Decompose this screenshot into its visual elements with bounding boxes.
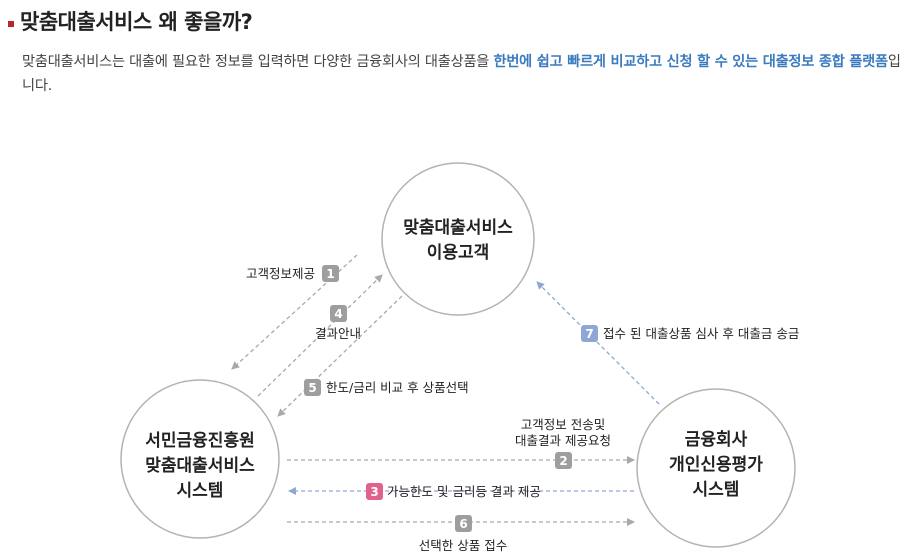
step-2-badge: 2	[559, 454, 567, 468]
step-3-label: 가능한도 및 금리등 결과 제공	[387, 484, 541, 499]
step-2-label-line1: 고객정보 전송및	[521, 417, 605, 432]
step-2: 고객정보 전송및 대출결과 제공요청 2	[287, 417, 635, 469]
node-customer-line1: 맞춤대출서비스	[403, 218, 513, 238]
step-6: 6 선택한 상품 접수	[287, 515, 635, 553]
step-2-label-line2: 대출결과 제공요청	[515, 433, 611, 448]
step-5: 5 한도/금리 비교 후 상품선택	[277, 295, 469, 417]
node-system-line2: 맞춤대출서비스	[145, 456, 255, 476]
step-7: 7 접수 된 대출상품 심사 후 대출금 송금	[536, 281, 799, 405]
title-row: 맞춤대출서비스 왜 좋을까?	[8, 4, 253, 38]
step-3: 3 가능한도 및 금리등 결과 제공	[288, 483, 634, 500]
step-4-badge: 4	[334, 307, 342, 321]
step-5-label: 한도/금리 비교 후 상품선택	[326, 380, 469, 395]
page-description: 맞춤대출서비스는 대출에 필요한 정보를 입력하면 다양한 금융회사의 대출상품…	[22, 50, 910, 98]
page-title: 맞춤대출서비스 왜 좋을까?	[20, 10, 253, 34]
node-system: 서민금융진흥원 맞춤대출서비스 시스템	[120, 379, 280, 539]
step-6-badge: 6	[459, 517, 467, 531]
description-highlight: 한번에 쉽고 빠르게 비교하고 신청 할 수 있는 대출정보 종합 플랫폼	[493, 54, 888, 70]
node-customer-line2: 이용고객	[427, 243, 490, 263]
step-1-badge: 1	[326, 267, 334, 281]
step-1: 고객정보제공 1	[231, 254, 358, 370]
step-4: 4 결과안내	[257, 274, 383, 397]
title-bullet	[8, 21, 14, 27]
step-1-label: 고객정보제공	[246, 266, 315, 281]
node-bank-line2: 개인신용평가	[669, 455, 763, 475]
step-4-label: 결과안내	[315, 326, 361, 341]
description-tail: 입니다.	[22, 54, 901, 94]
step-7-badge: 7	[585, 327, 593, 341]
step-6-label: 선택한 상품 접수	[419, 538, 507, 553]
step-5-badge: 5	[308, 381, 316, 395]
step-3-badge: 3	[370, 485, 378, 499]
node-bank: 금융회사 개인신용평가 시스템	[636, 388, 796, 548]
node-system-line1: 서민금융진흥원	[145, 430, 254, 451]
node-bank-line3: 시스템	[693, 480, 740, 500]
node-bank-line1: 금융회사	[685, 430, 748, 450]
description-text: 맞춤대출서비스는 대출에 필요한 정보를 입력하면 다양한 금융회사의 대출상품…	[22, 54, 494, 70]
node-system-line3: 시스템	[177, 481, 224, 501]
node-customer: 맞춤대출서비스 이용고객	[381, 162, 535, 316]
step-7-label: 접수 된 대출상품 심사 후 대출금 송금	[603, 326, 799, 341]
